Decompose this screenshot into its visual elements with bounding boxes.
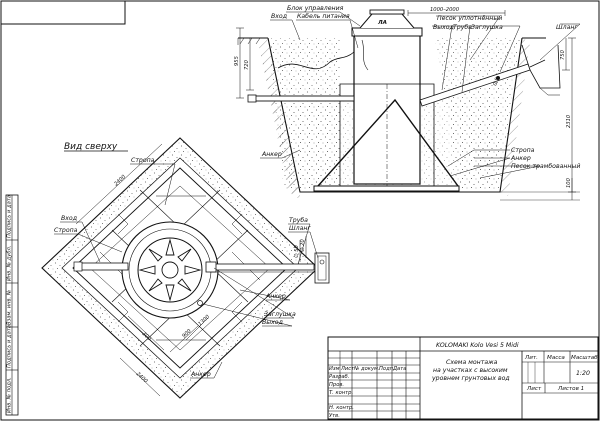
dim-100: 100: [566, 177, 572, 188]
label-compacted-sand: Песок уплотнённый: [437, 14, 502, 22]
label-anchor-plan-bottom: Анкер: [190, 371, 211, 378]
cell-sheets: Листов 1: [557, 386, 584, 392]
label-strap-plan-left: Стропа: [54, 227, 78, 234]
dim-d50: ∅ 50: [294, 245, 300, 258]
scheme-line-2: на участках с высоким: [433, 367, 508, 374]
col-date: Дата: [392, 366, 406, 372]
cell-mass: Масса: [547, 355, 565, 361]
corner-box: [0, 0, 126, 25]
title-block: [327, 336, 599, 420]
label-outlet-plan: Выход: [262, 319, 283, 326]
cell-lit: Лит.: [524, 355, 538, 361]
label-anchor-section: Анкер: [261, 151, 282, 158]
dim-750: 750: [560, 49, 566, 60]
row-prov: Пров.: [329, 382, 344, 388]
plan-view: [41, 137, 330, 399]
dim-width: 1000–2000: [430, 7, 460, 13]
stamp-inv-podl: Инв. № подл.: [7, 377, 13, 413]
row-tkontr: Т. контр.: [329, 390, 353, 396]
col-doc: № докум.: [353, 366, 380, 372]
cell-sheet: Лист: [526, 386, 542, 392]
cell-scale-label: Масштаб: [571, 355, 598, 361]
col-sign: Подп.: [379, 366, 395, 372]
dim-2400-bottom: 2400: [135, 371, 149, 385]
row-razrab: Разраб.: [329, 374, 349, 380]
cross-section: ЛА: [236, 9, 581, 201]
label-inlet-section: Вход: [271, 13, 287, 20]
label-hose-section: Шланг: [556, 24, 578, 31]
label-outlet-section: Выход: [433, 24, 454, 31]
view-top-label: Вид сверху: [64, 142, 118, 152]
title-block-text: KOLOMAKI Kolo Vesi 5 Midi Схема монтажа …: [329, 342, 598, 419]
dim-300: 300: [141, 331, 153, 343]
dim-955: 955: [234, 55, 240, 66]
label-strap-section: Стропа: [511, 147, 535, 154]
label-tamped-sand: Песок трамбованный: [511, 162, 580, 170]
stamp-sign-date-1: Подпись и дата: [7, 325, 13, 368]
col-izm: Изм: [329, 366, 340, 372]
stamp-vzam: Взам. инв. №: [7, 290, 13, 325]
row-utv: Утв.: [329, 413, 340, 419]
label-anchor-plan-right: Анкер: [265, 293, 286, 300]
label-control-block: Блок управления: [287, 5, 344, 12]
dim-d20: ∅ 20: [300, 239, 306, 252]
cell-scale-value: 1:20: [576, 370, 590, 377]
stamp-sign-date-2: Подпись и дата: [7, 195, 13, 238]
label-plug-plan: Заглушка: [264, 311, 296, 318]
scheme-line-1: Схема монтажа: [446, 359, 498, 366]
label-plug-section: Заглушка: [471, 24, 503, 31]
dim-2400-top: 2400: [113, 174, 127, 188]
label-pipe-section: Труба: [453, 23, 472, 31]
label-anchor-section-right: Анкер: [510, 155, 531, 162]
label-pipe-plan: Труба: [289, 216, 308, 224]
row-nkontr: Н. контр.: [329, 405, 354, 411]
dim-2310: 2310: [566, 114, 572, 128]
side-stamp: Инв. № подл. Подпись и дата Взам. инв. №…: [5, 194, 19, 416]
svg-text:ЛА: ЛА: [377, 20, 387, 26]
col-list: Лист: [340, 366, 355, 372]
dim-slope: 0,5: [492, 76, 501, 86]
product-name: KOLOMAKI Kolo Vesi 5 Midi: [436, 342, 519, 349]
scheme-line-3: уровнем грунтовых вод: [431, 375, 510, 382]
label-strap-plan-top: Стропа: [131, 157, 155, 164]
dim-720: 720: [244, 59, 250, 70]
cross-section-labels: Блок управления Вход Кабель питания Песо…: [234, 5, 580, 188]
label-power-cable: Кабель питания: [297, 12, 350, 20]
label-hose-plan: Шланг: [289, 225, 311, 232]
stamp-dubl: Инв. № дубл.: [7, 246, 13, 282]
dim-900: 900: [181, 328, 193, 340]
label-inlet-plan: Вход: [61, 215, 77, 222]
